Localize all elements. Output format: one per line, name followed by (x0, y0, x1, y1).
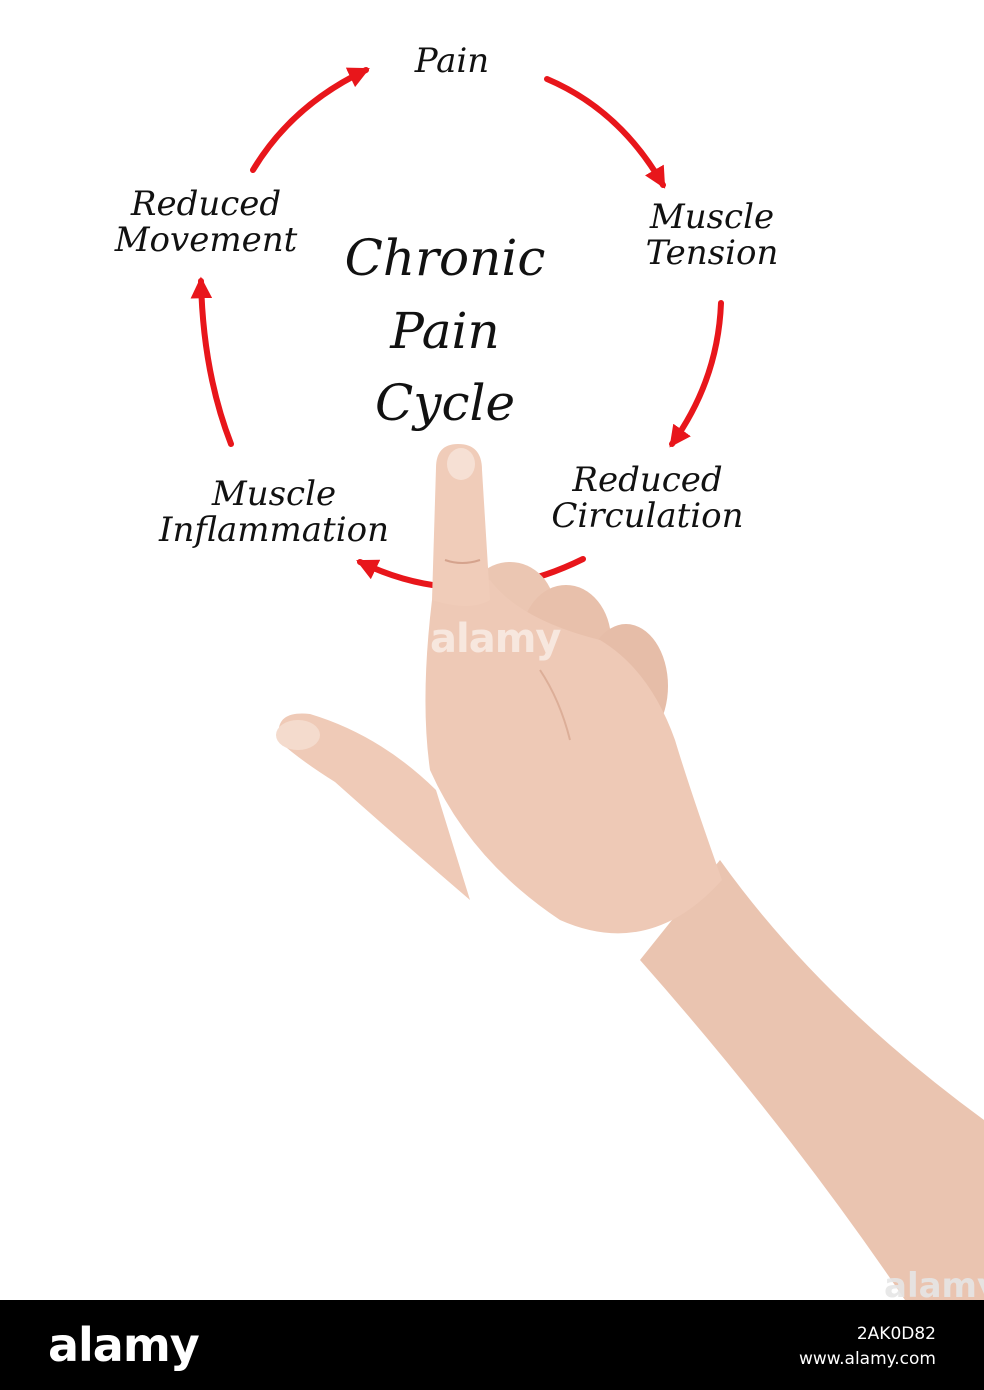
title-line-2: Pain (390, 301, 500, 360)
arrow-tension-to-circulation (669, 300, 724, 448)
node-pain-line-1: Pain (414, 41, 490, 81)
watermark-center: alamy (430, 616, 561, 662)
node-muscle-inflammation: Muscle Inflammation (140, 474, 408, 550)
alamy-logo: alamy (48, 1318, 200, 1372)
stock-footer-bar: alamy 2AK0D82 www.alamy.com (0, 1300, 984, 1390)
watermark-small-1: a (482, 896, 493, 915)
watermark-small-3: a (784, 1156, 795, 1175)
node-reduced-circulation-line-2: Circulation (551, 495, 744, 536)
footer-credit: 2AK0D82 www.alamy.com (799, 1322, 936, 1371)
node-reduced-movement: Reduced Movement (100, 184, 312, 260)
cycle-diagram (190, 67, 984, 1300)
node-muscle-tension-line-1: Muscle (649, 197, 775, 237)
node-muscle-inflammation-line-2: Inflammation (159, 509, 389, 550)
arrow-inflammation-to-movement (190, 276, 234, 447)
image-id: 2AK0D82 (856, 1324, 936, 1344)
node-pain: Pain (382, 41, 522, 81)
watermark-small-2: a (630, 1026, 641, 1045)
diagram-title: Chronic Pain Cycle (325, 222, 565, 440)
node-muscle-inflammation-line-1: Muscle (211, 474, 337, 514)
arrow-pain-to-tension (544, 76, 666, 189)
title-line-1: Chronic (344, 229, 546, 287)
node-reduced-circulation-line-1: Reduced (572, 460, 723, 500)
node-muscle-tension-line-2: Tension (645, 232, 779, 273)
node-reduced-circulation: Reduced Circulation (530, 460, 765, 536)
site-url: www.alamy.com (798, 1348, 936, 1369)
arrow-movement-to-pain (250, 67, 370, 173)
node-reduced-movement-line-2: Movement (114, 219, 298, 260)
node-reduced-movement-line-1: Reduced (130, 184, 282, 224)
node-muscle-tension: Muscle Tension (622, 197, 802, 273)
watermark-edge: alamy (884, 1266, 984, 1306)
pointing-hand-illustration (276, 444, 984, 1300)
title-line-3: Cycle (374, 374, 516, 432)
